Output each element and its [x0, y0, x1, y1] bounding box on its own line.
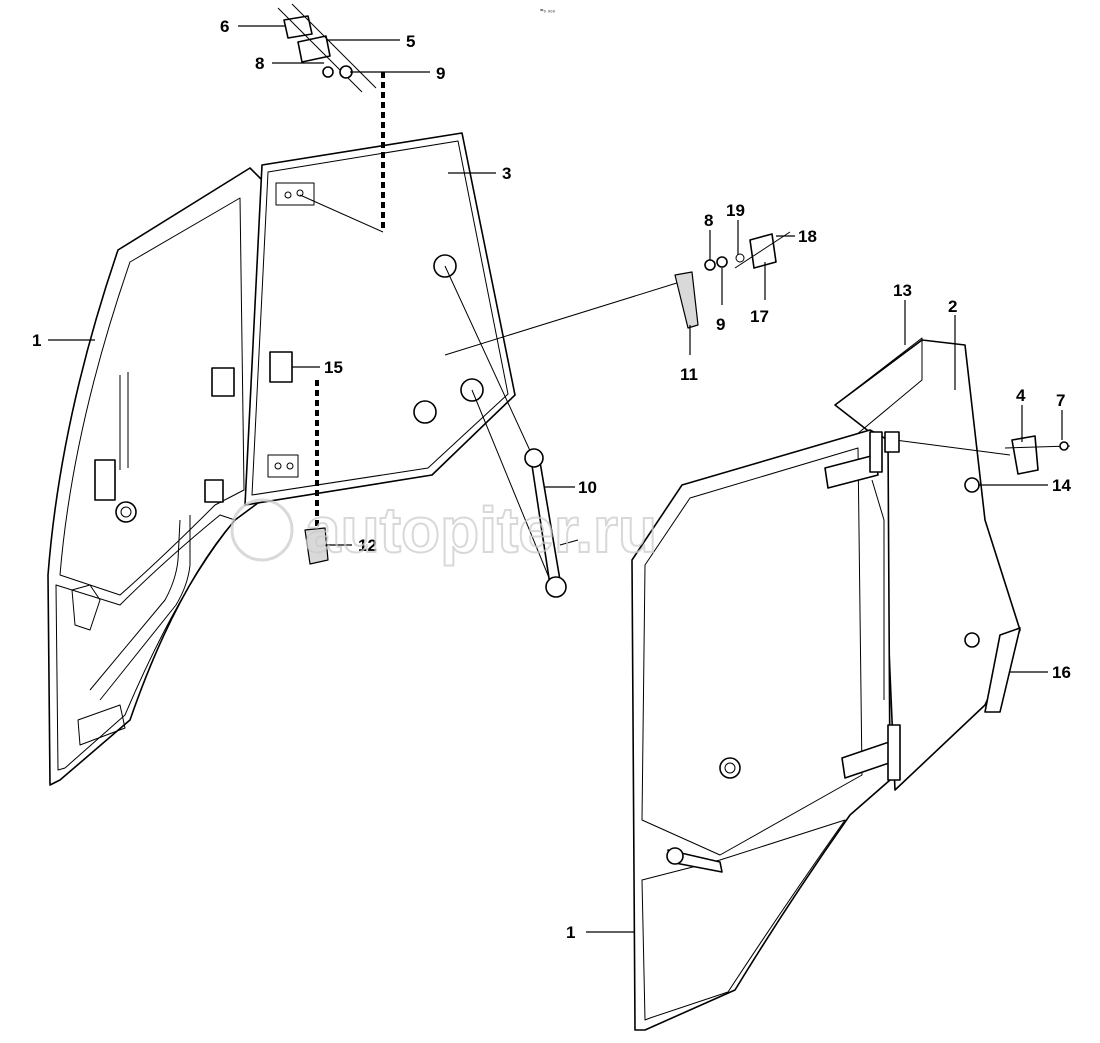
callout-8-top: 8: [255, 54, 264, 73]
nut-8: [322, 66, 334, 78]
callout-3: 3: [502, 164, 511, 183]
left-door-rod: [119, 372, 129, 470]
right-door-window: [641, 447, 863, 856]
glass-bolt-b: [296, 189, 304, 197]
rod-end-bottom: [545, 576, 567, 598]
callout-9-right: 9: [716, 315, 725, 334]
callout-15: 15: [324, 358, 343, 377]
glass-hole-left: [413, 400, 437, 424]
watermark: autopiter.ru: [230, 493, 658, 567]
left-door-knob: [115, 501, 137, 523]
screw-19: [735, 253, 745, 263]
callout-14: 14: [1052, 476, 1071, 495]
callout-18: 18: [798, 227, 817, 246]
watermark-logo-icon: [230, 498, 294, 562]
hinge-hardware: [884, 431, 1071, 475]
right-door-lower-panel: [641, 819, 846, 1021]
bolt-18: [734, 231, 791, 269]
support-rod-10: [444, 265, 579, 598]
panel-hole-lower: [964, 632, 980, 648]
right-door-hinge-pin-upper: [869, 431, 883, 473]
right-door-side-rail: [871, 479, 885, 700]
glass-panel-outer: [244, 132, 516, 506]
left-door-knob-inner: [120, 506, 132, 518]
lever-washer-9: [716, 256, 728, 268]
plate-5: [297, 35, 331, 63]
callout-labels: 1 1 2 3 4 5 6 7 8 8 9 9 10 11 12 13 14 1…: [32, 17, 1071, 942]
hinge-leader: [894, 439, 1011, 456]
glass-bolt-c: [274, 462, 282, 470]
rear-panel-top-channel: [834, 337, 923, 441]
rod-line-b: [471, 389, 553, 586]
callout-9-top: 9: [436, 64, 445, 83]
right-door-assembly: [631, 337, 1021, 1031]
callout-4: 4: [1016, 386, 1026, 405]
top-mark: =₀ ₀₀₀: [540, 8, 556, 14]
lever-leader: [444, 281, 681, 356]
left-door-arm: [89, 515, 191, 701]
leader-lines: [48, 25, 1063, 933]
glass-panel-inner: [251, 140, 509, 496]
lever-bushing-8: [704, 259, 716, 271]
door-glass-panel: [244, 132, 516, 506]
bracket-17: [749, 233, 777, 269]
lever-11: [674, 271, 699, 329]
right-door-hinge-upper: [824, 454, 879, 489]
callout-12: 12: [358, 536, 377, 555]
bolt-7-head: [1059, 441, 1069, 451]
top-hardware: [277, 3, 377, 93]
rod-line-a: [444, 265, 533, 456]
right-door-hinge-pin-lower: [887, 724, 901, 781]
left-door-lower-bracket: [71, 584, 101, 631]
callout-16: 16: [1052, 663, 1071, 682]
glass-bracket-bottom: [267, 454, 299, 478]
right-door-lock: [719, 757, 741, 779]
screw-line-b: [291, 3, 377, 89]
panel-bracket-13: [884, 431, 900, 453]
left-door-frame: [47, 167, 263, 786]
glass-bracket-top: [275, 182, 315, 206]
callout-1-left: 1: [32, 331, 41, 350]
watermark-text: autopiter.ru: [305, 494, 657, 566]
callout-7: 7: [1056, 391, 1065, 410]
screw-line-a: [277, 7, 363, 93]
latch-12: [304, 527, 329, 565]
rod-end-top: [524, 448, 544, 468]
callout-19: 19: [726, 201, 745, 220]
left-door-bottom-step: [77, 704, 126, 746]
right-door-handle-knob: [666, 847, 684, 865]
left-door-window-outline: [59, 197, 245, 596]
hinge-4: [1011, 435, 1039, 475]
left-door-assembly: [47, 167, 263, 786]
callout-5: 5: [406, 32, 415, 51]
callout-8-right: 8: [704, 211, 713, 230]
callout-13: 13: [893, 281, 912, 300]
callout-6: 6: [220, 17, 229, 36]
callout-1-right: 1: [566, 923, 575, 942]
link-top-diagonal: [299, 194, 384, 233]
rod-pin: [559, 539, 579, 546]
bolt-7: [1004, 445, 1071, 449]
callout-2: 2: [948, 297, 957, 316]
panel-hole-14: [964, 477, 980, 493]
callout-17: 17: [750, 307, 769, 326]
left-door-latch: [94, 459, 116, 501]
glass-bolt-d: [286, 462, 294, 470]
callout-11: 11: [680, 365, 698, 384]
left-door-hinge-lower: [204, 479, 224, 503]
callout-10: 10: [578, 478, 597, 497]
right-door-frame: [631, 429, 891, 1031]
lever-assembly: [444, 231, 791, 356]
glass-bolt-a: [284, 191, 292, 199]
left-door-hinge-upper: [211, 367, 235, 397]
bracket-15: [269, 351, 293, 383]
strip-16: [984, 627, 1021, 713]
right-door-lock-inner: [724, 762, 736, 774]
